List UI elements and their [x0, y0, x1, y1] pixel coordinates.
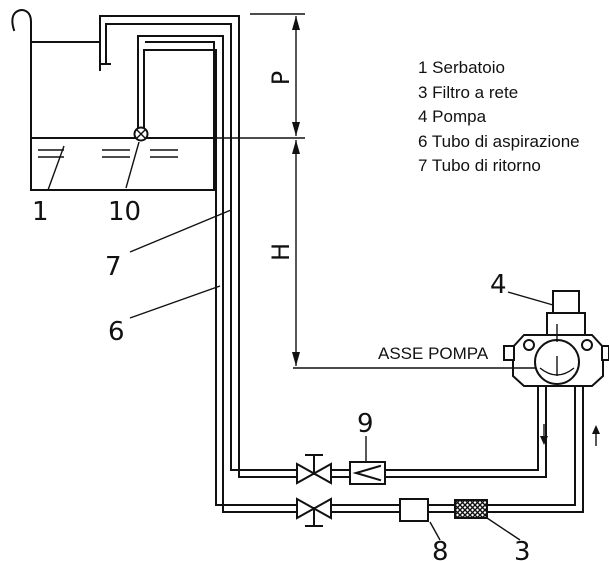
return-pipe	[99, 15, 298, 478]
dimension-lines	[214, 13, 536, 369]
legend: 1 Serbatoio 3 Filtro a rete 4 Pompa 6 Tu…	[418, 56, 580, 179]
callout-9: 9	[357, 409, 374, 439]
component-8	[399, 498, 429, 522]
flow-arrow-up	[592, 425, 600, 446]
callout-10: 10	[108, 197, 141, 227]
flow-arrow-down	[540, 424, 548, 445]
shutoff-valve-lower	[296, 497, 332, 527]
check-valve-9	[349, 461, 386, 485]
callout-3: 3	[514, 537, 531, 561]
dimension-h-label: H	[267, 243, 295, 261]
legend-item: 6 Tubo di aspirazione	[418, 131, 580, 151]
mesh-filter	[454, 499, 488, 519]
legend-item: 1 Serbatoio	[418, 58, 505, 77]
pump-axis-label: ASSE POMPA	[378, 344, 489, 363]
leader-lines	[47, 141, 554, 541]
legend-item: 3 Filtro a rete	[418, 82, 519, 102]
shutoff-valve-upper	[296, 454, 332, 485]
callout-7: 7	[105, 252, 122, 282]
suction-pipe	[137, 35, 298, 513]
callout-1: 1	[32, 197, 49, 227]
vent-pipe	[11, 9, 32, 33]
legend-item: 7 Tubo di ritorno	[418, 156, 541, 175]
legend-item: 4 Pompa	[418, 107, 487, 126]
callout-6: 6	[108, 317, 125, 347]
pump	[503, 290, 609, 387]
foot-valve	[133, 126, 149, 142]
callout-4: 4	[490, 270, 507, 300]
callout-8: 8	[432, 537, 449, 561]
dimension-p-label: P	[267, 71, 295, 85]
tank	[30, 29, 215, 191]
